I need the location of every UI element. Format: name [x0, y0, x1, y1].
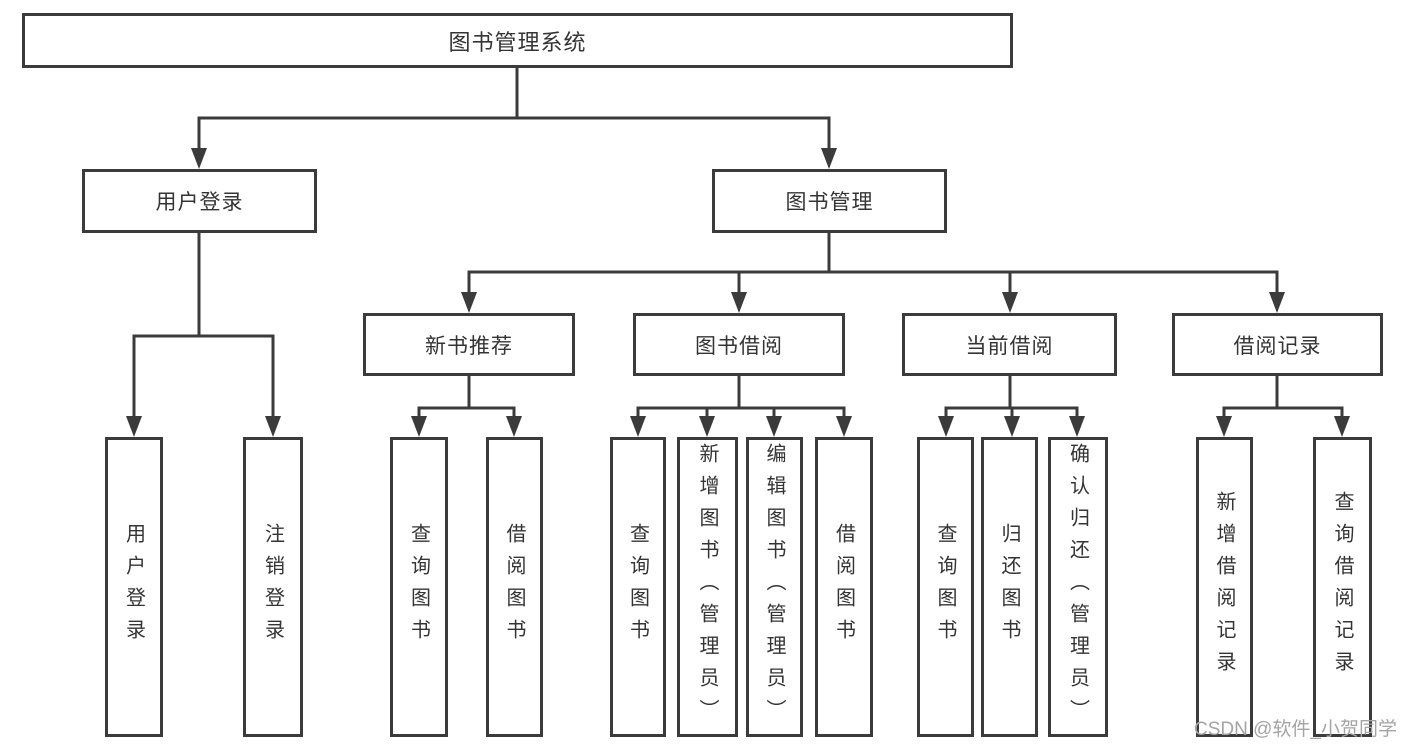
node-book-borrowing: 图书借阅: [633, 313, 845, 376]
leaf-add-books-admin: 新增图书（管理员）: [677, 437, 738, 737]
leaf-edit-books-admin: 编辑图书（管理员）: [746, 437, 803, 737]
arrow-down-icon: [630, 416, 646, 437]
csdn-watermark: CSDN @软件_小贺同学: [1194, 719, 1397, 740]
node-label: 查询图书: [626, 523, 649, 651]
arrow-down-icon: [461, 292, 477, 313]
arrow-down-icon: [821, 148, 837, 169]
arrow-down-icon: [191, 148, 207, 169]
arrow-down-icon: [411, 416, 427, 437]
arrow-down-icon: [1269, 292, 1285, 313]
node-label: 新增图书（管理员）: [696, 443, 718, 731]
node-label: 借阅图书: [503, 523, 525, 651]
arrow-down-icon: [265, 416, 281, 437]
node-user-login: 用户登录: [82, 169, 317, 233]
leaf-query-books-current: 查询图书: [917, 437, 974, 737]
node-label: 归还图书: [998, 523, 1020, 651]
arrow-down-icon: [766, 416, 782, 437]
node-label: 新书推荐: [425, 334, 513, 358]
node-label: 用户登录: [155, 191, 244, 214]
node-label: 查询借阅记录: [1331, 491, 1353, 683]
node-label: 编辑图书（管理员）: [763, 443, 785, 731]
node-new-book-recommend: 新书推荐: [363, 313, 575, 376]
leaf-logout: 注销登录: [243, 437, 303, 737]
arrow-down-icon: [938, 416, 954, 437]
node-label: 图书借阅: [695, 334, 783, 358]
leaf-return-books: 归还图书: [981, 437, 1038, 737]
node-label: 图书管理: [785, 191, 874, 214]
node-root-library-system: 图书管理系统: [22, 13, 1013, 68]
node-label: 查询图书: [934, 523, 956, 651]
node-current-borrowing: 当前借阅: [902, 313, 1117, 376]
node-label: 查询图书: [407, 523, 430, 651]
leaf-user-login: 用户登录: [105, 437, 163, 737]
arrow-down-icon: [1002, 292, 1018, 313]
arrow-down-icon: [731, 292, 747, 313]
node-label: 借阅记录: [1233, 334, 1322, 358]
arrow-down-icon: [1004, 416, 1020, 437]
arrow-down-icon: [836, 416, 852, 437]
leaf-borrow-books-recommend: 借阅图书: [486, 437, 543, 737]
node-label: 注销登录: [261, 523, 284, 651]
arrow-down-icon: [1334, 416, 1350, 437]
node-label: 确认归还（管理员）: [1066, 443, 1089, 731]
arrow-down-icon: [1216, 416, 1232, 437]
node-label: 新增借阅记录: [1213, 491, 1235, 683]
leaf-add-borrow-record: 新增借阅记录: [1196, 437, 1253, 737]
arrow-down-icon: [126, 416, 142, 437]
leaf-borrow-books-borrowing: 借阅图书: [815, 437, 873, 737]
node-label: 当前借阅: [965, 334, 1054, 358]
leaf-confirm-return-admin: 确认归还（管理员）: [1048, 437, 1108, 737]
leaf-query-books-borrowing: 查询图书: [610, 437, 666, 737]
node-label: 用户登录: [122, 523, 145, 651]
node-borrowing-records: 借阅记录: [1172, 313, 1383, 376]
leaf-query-borrow-record: 查询借阅记录: [1313, 437, 1372, 737]
arrow-down-icon: [506, 416, 522, 437]
arrow-down-icon: [1069, 416, 1085, 437]
node-book-management: 图书管理: [712, 169, 947, 233]
node-label: 图书管理系统: [448, 29, 587, 55]
arrow-down-icon: [699, 416, 715, 437]
node-label: 借阅图书: [832, 523, 855, 651]
leaf-query-books-recommend: 查询图书: [390, 437, 448, 737]
